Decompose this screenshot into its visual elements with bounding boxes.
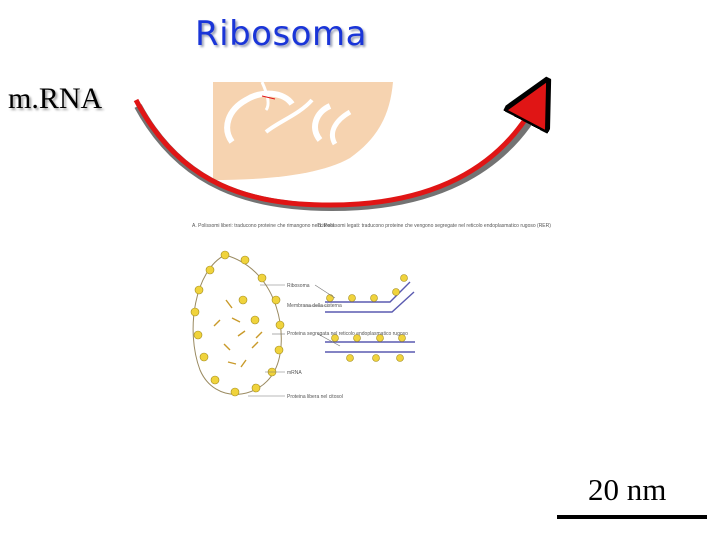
scale-bar bbox=[557, 515, 707, 519]
scale-label: 20 nm bbox=[588, 472, 667, 507]
panel-b-caption: B. Polissomi legati: traducono proteine … bbox=[318, 223, 551, 229]
panel-a-caption: A. Polissomi liberi: traducono proteine … bbox=[192, 223, 334, 229]
ribosome-micrograph bbox=[213, 81, 393, 180]
ribosome-title: Ribosoma bbox=[195, 14, 367, 54]
mrna-label: m.RNA bbox=[8, 82, 103, 115]
callout-segregated-protein: Proteina segregata nel reticolo endoplas… bbox=[287, 331, 408, 337]
mrna-arrow bbox=[133, 100, 539, 212]
callout-membrane: Membrana della cisterna bbox=[287, 303, 342, 309]
callout-mrna: mRNA bbox=[287, 370, 302, 376]
callout-free-protein: Proteina libera nel citosol bbox=[287, 394, 343, 400]
polysome-figure: A. Polissomi liberi: traducono proteine … bbox=[190, 223, 551, 400]
callout-ribosome: Ribosoma bbox=[287, 283, 310, 289]
